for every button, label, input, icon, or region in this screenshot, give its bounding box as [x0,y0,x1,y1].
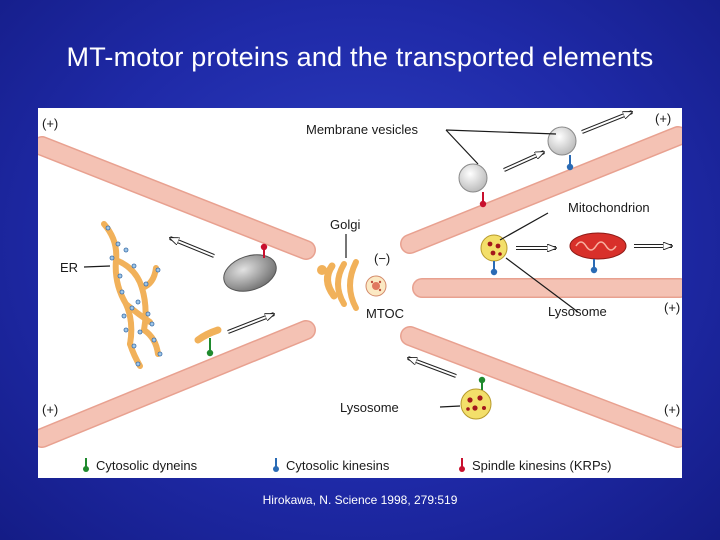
legend-item-kinesins: Cytosolic kinesins [273,458,390,473]
kinesin-motor-icon [273,466,279,472]
krp-motor-icon [459,466,465,472]
motor-protein-diagram: (+) (+) (+) (+) (+) (−) Membrane vesicle… [38,110,682,473]
legend-label-dyneins: Cytosolic dyneins [96,458,198,473]
plus-end-label-top-left: (+) [42,116,58,131]
mtoc-icon [365,275,387,297]
mtoc-label: MTOC [366,306,404,321]
microtubule-upper-left [38,136,316,260]
minus-end-label: (−) [374,251,390,266]
lysosome-label-upper: Lysosome [548,304,607,319]
diagram-panel: (+) (+) (+) (+) (+) (−) Membrane vesicle… [38,108,682,478]
membrane-vesicle-left [458,163,488,208]
legend-label-kinesins: Cytosolic kinesins [286,458,390,473]
arrow-tubule-to-plus [227,312,274,334]
er-label: ER [60,260,78,275]
plus-end-label-bottom-left: (+) [42,402,58,417]
mitochondrion-icon [569,232,627,274]
arrow-vesicle-left [503,150,544,172]
microtubule-lower-right [400,326,682,448]
lysosome-upper [480,234,508,276]
golgi-vesicle [223,243,277,292]
plus-end-label-top-right: (+) [655,111,671,126]
plus-end-label-middle-right: (+) [664,300,680,315]
arrow-lysosome-to-minus [408,356,457,378]
microtubule-upper-right [400,126,682,254]
er-tubule-carrier [194,326,222,357]
arrow-golgi-to-minus [170,236,215,258]
dynein-motor-icon [83,466,89,472]
er-ribosomes [105,225,163,367]
membrane-vesicles-label: Membrane vesicles [306,122,418,137]
citation-caption: Hirokawa, N. Science 1998, 279:519 [262,493,458,507]
golgi-stack [317,259,359,311]
mitochondrion-label: Mitochondrion [568,200,650,215]
legend: Cytosolic dyneins Cytosolic kinesins Spi… [83,458,611,473]
microtubule-lower-left [38,320,316,448]
slide-title: MT-motor proteins and the transported el… [66,42,654,72]
arrow-vesicle-right [581,110,632,134]
lysosome-label-lower: Lysosome [340,400,399,415]
legend-item-krps: Spindle kinesins (KRPs) [459,458,611,473]
er-organelle [101,221,161,369]
legend-item-dyneins: Cytosolic dyneins [83,458,198,473]
plus-end-label-bottom-right: (+) [664,402,680,417]
direction-arrows [170,110,672,378]
golgi-label: Golgi [330,217,360,232]
lysosome-lower [460,376,492,420]
leader-lines [83,129,579,408]
legend-label-krps: Spindle kinesins (KRPs) [472,458,611,473]
